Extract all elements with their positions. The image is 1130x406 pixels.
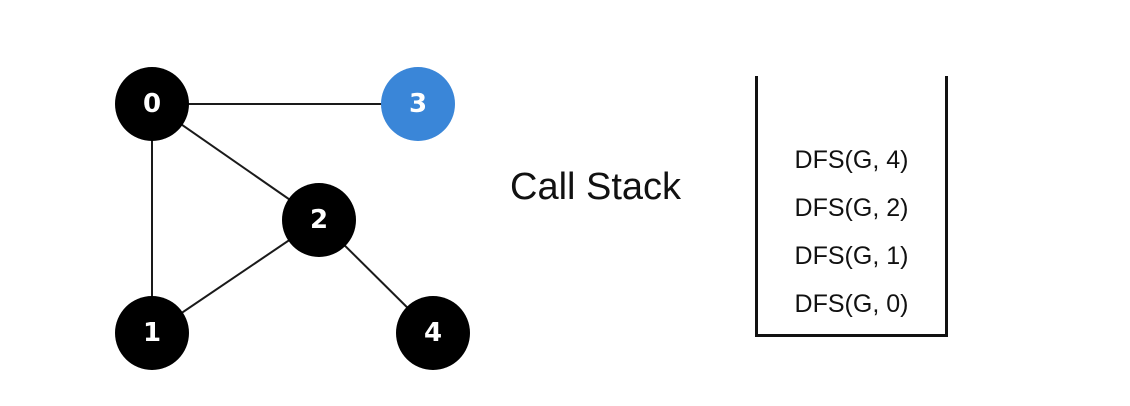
stack-frame: DFS(G, 4) — [794, 146, 909, 174]
node-label: 0 — [143, 89, 161, 119]
stack-frame: DFS(G, 1) — [794, 242, 909, 270]
node-circle — [115, 67, 189, 141]
graph-node-2: 2 — [282, 183, 356, 257]
stack-frame: DFS(G, 0) — [794, 290, 909, 318]
node-label: 4 — [424, 318, 442, 348]
node-circle — [381, 67, 455, 141]
call-stack-box: DFS(G, 4) DFS(G, 2) DFS(G, 1) DFS(G, 0) — [755, 76, 948, 337]
graph-node-0: 0 — [115, 67, 189, 141]
stack-frame: DFS(G, 2) — [794, 194, 909, 222]
node-label: 1 — [143, 318, 161, 348]
node-circle — [115, 296, 189, 370]
graph-nodes: 0 1 2 3 4 — [115, 67, 470, 370]
call-stack-frames: DFS(G, 4) DFS(G, 2) DFS(G, 1) DFS(G, 0) — [758, 136, 945, 328]
node-circle — [396, 296, 470, 370]
node-label: 2 — [310, 205, 328, 235]
call-stack-title: Call Stack — [510, 166, 682, 208]
graph-node-4: 4 — [396, 296, 470, 370]
graph-node-3: 3 — [381, 67, 455, 141]
graph-node-1: 1 — [115, 296, 189, 370]
node-label: 3 — [409, 89, 427, 119]
node-circle — [282, 183, 356, 257]
